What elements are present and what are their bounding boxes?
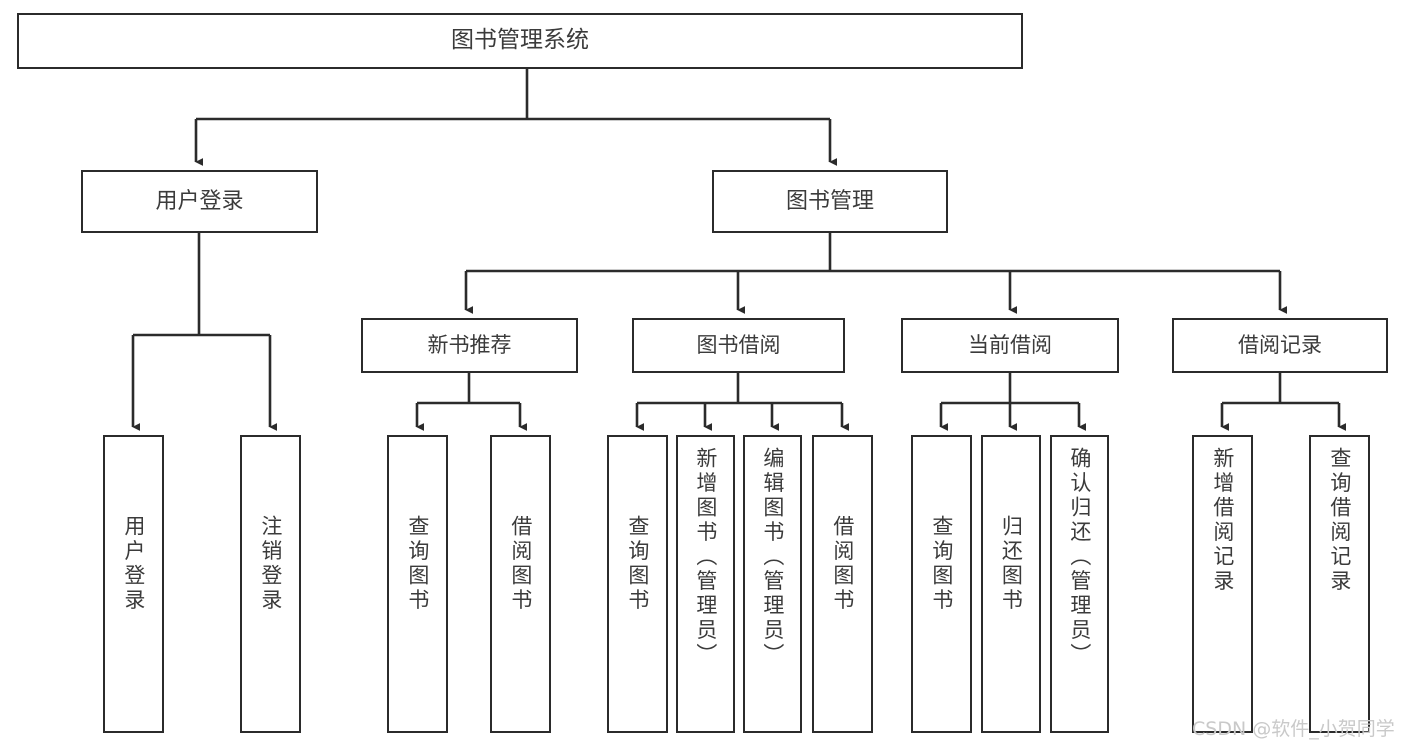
node-label: 归还图书 <box>999 515 1024 613</box>
node-label: 借阅图书 <box>508 515 533 613</box>
leaf-query-book-current[interactable]: 查询图书 <box>911 435 972 733</box>
node-user-login[interactable]: 用户登录 <box>81 170 318 233</box>
leaf-query-book-recommend[interactable]: 查询图书 <box>387 435 448 733</box>
leaf-confirm-return-admin[interactable]: 确认归还（管理员） <box>1050 435 1109 733</box>
watermark: CSDN @软件_小贺同学 <box>1192 718 1395 740</box>
node-label: 用户登录 <box>121 515 146 613</box>
node-label: 注销登录 <box>258 515 283 613</box>
node-label: 确认归还（管理员） <box>1067 447 1092 668</box>
node-label: 新书推荐 <box>427 333 512 358</box>
node-current-borrow[interactable]: 当前借阅 <box>901 318 1119 373</box>
node-book-management[interactable]: 图书管理 <box>712 170 948 233</box>
node-label: 新增借阅记录 <box>1210 447 1235 594</box>
leaf-add-book-admin[interactable]: 新增图书（管理员） <box>676 435 735 733</box>
leaf-borrow-book[interactable]: 借阅图书 <box>812 435 873 733</box>
leaf-query-book-borrow[interactable]: 查询图书 <box>607 435 668 733</box>
leaf-edit-book-admin[interactable]: 编辑图书（管理员） <box>743 435 802 733</box>
node-label: 图书借阅 <box>696 333 781 358</box>
leaf-borrow-book-recommend[interactable]: 借阅图书 <box>490 435 551 733</box>
node-label: 借阅图书 <box>830 515 855 613</box>
leaf-logout[interactable]: 注销登录 <box>240 435 301 733</box>
leaf-add-borrow-record[interactable]: 新增借阅记录 <box>1192 435 1253 733</box>
leaf-return-book[interactable]: 归还图书 <box>981 435 1041 733</box>
node-label: 查询图书 <box>625 515 650 613</box>
leaf-query-borrow-record[interactable]: 查询借阅记录 <box>1309 435 1370 733</box>
node-label: 图书管理系统 <box>451 27 589 54</box>
node-new-book-recommend[interactable]: 新书推荐 <box>361 318 578 373</box>
node-label: 编辑图书（管理员） <box>760 447 785 668</box>
leaf-user-login[interactable]: 用户登录 <box>103 435 164 733</box>
node-label: 查询图书 <box>405 515 430 613</box>
node-book-management-system[interactable]: 图书管理系统 <box>17 13 1023 69</box>
node-label: 用户登录 <box>155 188 244 214</box>
node-label: 新增图书（管理员） <box>693 447 718 668</box>
node-borrow-record[interactable]: 借阅记录 <box>1172 318 1388 373</box>
node-label: 当前借阅 <box>968 333 1052 358</box>
node-label: 查询借阅记录 <box>1327 447 1352 594</box>
node-book-borrow[interactable]: 图书借阅 <box>632 318 845 373</box>
node-label: 查询图书 <box>929 515 954 613</box>
node-label: 图书管理 <box>785 188 874 214</box>
node-label: 借阅记录 <box>1238 333 1322 358</box>
